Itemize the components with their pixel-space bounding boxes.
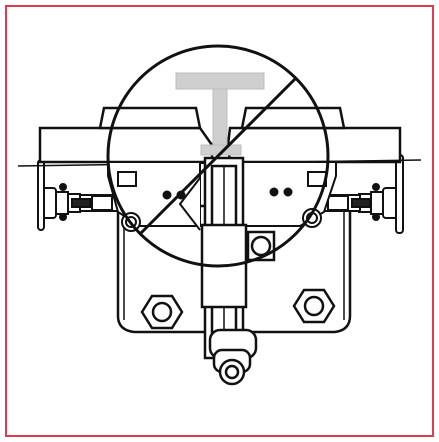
red-border <box>5 5 434 437</box>
left-wheel-flange <box>37 159 45 231</box>
right-plate-nut <box>292 288 336 324</box>
bottom-bolt <box>208 328 258 386</box>
left-wheel-tread <box>98 106 202 130</box>
i-beam <box>175 72 265 156</box>
right-axle-assembly <box>319 154 404 234</box>
left-wheel-body <box>38 126 214 164</box>
prohibition-icon <box>106 44 330 268</box>
left-plate-nut <box>140 294 184 330</box>
left-side-bracket <box>107 161 201 231</box>
right-wheel-body <box>226 126 402 164</box>
left-axle-assembly <box>39 183 121 221</box>
